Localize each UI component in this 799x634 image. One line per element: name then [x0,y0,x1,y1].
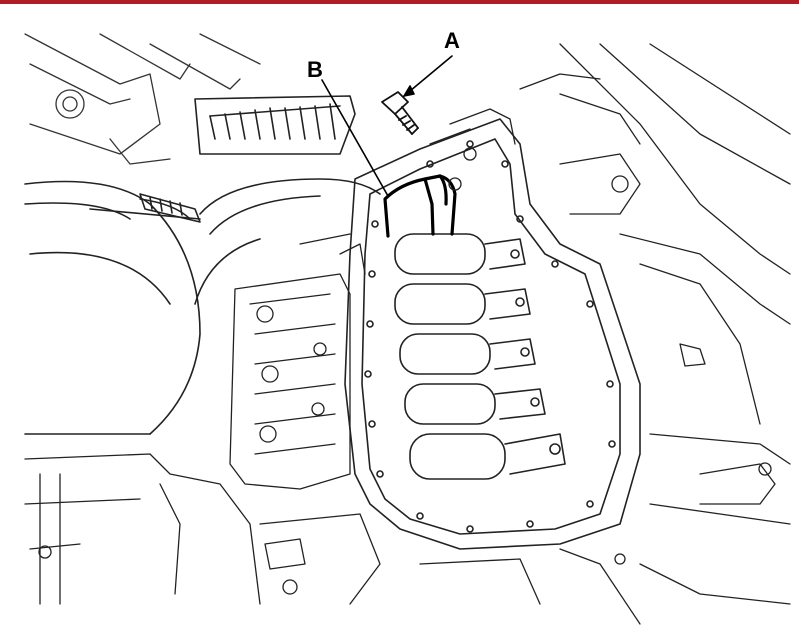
left-drum [24,180,201,435]
lower-housing [24,453,641,625]
top-bracket [429,108,516,191]
callout-label-a: A [444,28,460,53]
valve-body-line-drawing [24,33,791,625]
callout-label-b: B [307,57,323,82]
top-accent-rule [0,0,799,4]
component-b-bracket [383,174,457,238]
left-valve-block [229,233,366,490]
solenoid-stack [394,233,566,480]
callout-leaders [321,55,453,197]
ribbed-cover [194,95,356,155]
case-ring [194,178,381,305]
upper-left-housing [24,33,261,165]
valve-body-plate [344,118,641,550]
bolt-a [381,91,419,135]
right-housing [519,43,791,605]
